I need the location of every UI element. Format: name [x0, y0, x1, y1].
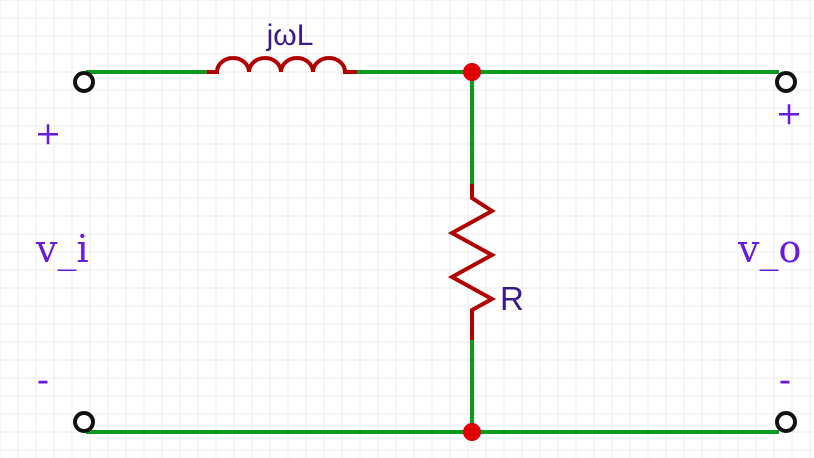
- inductor-coil: [207, 56, 357, 74]
- output-voltage-label: v_o: [737, 227, 801, 272]
- input-terminal-top: [73, 71, 95, 93]
- junction-node-top: [463, 63, 481, 81]
- output-plus-sign: +: [776, 94, 803, 132]
- output-terminal-top: [775, 71, 797, 93]
- inductor-label: jωL: [266, 19, 314, 52]
- input-plus-sign: +: [35, 114, 62, 152]
- input-minus-sign: -: [37, 360, 49, 401]
- resistor-label: R: [500, 280, 524, 317]
- output-terminal-bottom: [775, 411, 797, 433]
- input-voltage-label: v_i: [35, 227, 89, 272]
- junction-node-bottom: [463, 423, 481, 441]
- input-terminal-bottom: [73, 411, 95, 433]
- wires: [86, 70, 779, 434]
- output-minus-sign: -: [779, 360, 791, 401]
- inductor: jωL: [207, 19, 357, 74]
- resistor: R: [447, 184, 524, 340]
- resistor-zigzag: [447, 184, 497, 340]
